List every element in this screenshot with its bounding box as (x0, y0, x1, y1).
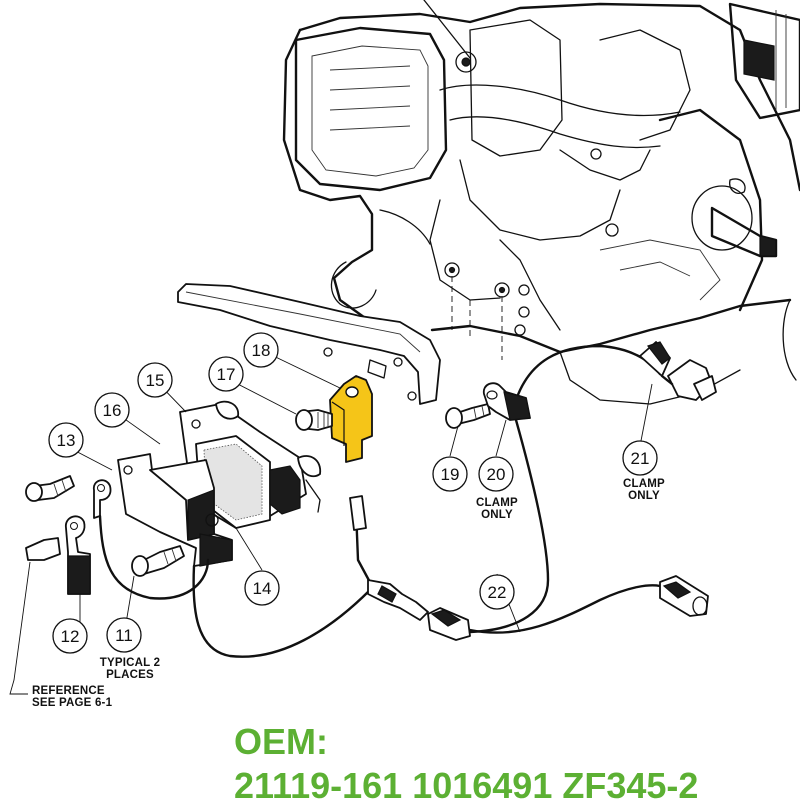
note-typical-2-places: TYPICAL 2 PLACES (100, 657, 160, 681)
part-19-screw (445, 403, 491, 429)
svg-text:20: 20 (487, 465, 506, 484)
callout-21: 21 (622, 440, 658, 476)
svg-text:11: 11 (115, 626, 133, 645)
oem-number-list: 21119-161 1016491 ZF345-2 (234, 765, 699, 803)
callout-11: 11 (106, 617, 142, 653)
regulator-assembly (117, 400, 322, 567)
svg-text:19: 19 (441, 465, 460, 484)
reference-screw (25, 537, 61, 561)
part-12-ring-terminal (65, 479, 112, 595)
note-reference: REFERENCE SEE PAGE 6-1 (32, 685, 113, 709)
svg-text:ONLY: ONLY (481, 509, 513, 521)
svg-text:13: 13 (57, 431, 76, 450)
svg-text:CLAMP: CLAMP (623, 478, 665, 490)
svg-text:PLACES: PLACES (106, 669, 154, 681)
callout-20: 20 (478, 456, 514, 492)
callout-16: 16 (94, 392, 130, 428)
part-13-screw (25, 475, 75, 502)
part-20-clamp (482, 382, 531, 421)
callout-17: 17 (208, 356, 244, 392)
note-clamp-only-21: CLAMP ONLY (623, 478, 665, 502)
svg-text:21: 21 (631, 449, 650, 468)
callout-15: 15 (137, 362, 173, 398)
svg-text:ONLY: ONLY (628, 490, 660, 502)
part-17-screw (295, 409, 333, 431)
mounting-bracket (177, 283, 441, 405)
note-clamp-only-20: CLAMP ONLY (476, 497, 518, 521)
svg-text:15: 15 (146, 371, 165, 390)
svg-text:18: 18 (252, 341, 271, 360)
svg-text:TYPICAL 2: TYPICAL 2 (100, 657, 160, 669)
oem-part-numbers: OEM: 21119-161 1016491 ZF345-2 (234, 724, 794, 803)
callout-22: 22 (479, 574, 515, 610)
part-11-screw (131, 545, 185, 577)
callout-19: 19 (432, 456, 468, 492)
svg-text:REFERENCE: REFERENCE (32, 685, 105, 697)
part-18-highlighted-clip (329, 375, 373, 463)
callout-12: 12 (52, 618, 88, 654)
callout-13: 13 (48, 422, 84, 458)
svg-text:22: 22 (488, 583, 507, 602)
svg-text:CLAMP: CLAMP (476, 497, 518, 509)
svg-text:SEE PAGE 6-1: SEE PAGE 6-1 (32, 697, 113, 709)
oem-label: OEM: (234, 721, 328, 762)
svg-text:14: 14 (253, 579, 272, 598)
callout-18: 18 (243, 332, 279, 368)
svg-text:16: 16 (103, 401, 122, 420)
svg-text:17: 17 (217, 365, 236, 384)
callout-14: 14 (244, 570, 280, 606)
svg-text:12: 12 (61, 627, 80, 646)
wiring-harness (98, 341, 717, 658)
